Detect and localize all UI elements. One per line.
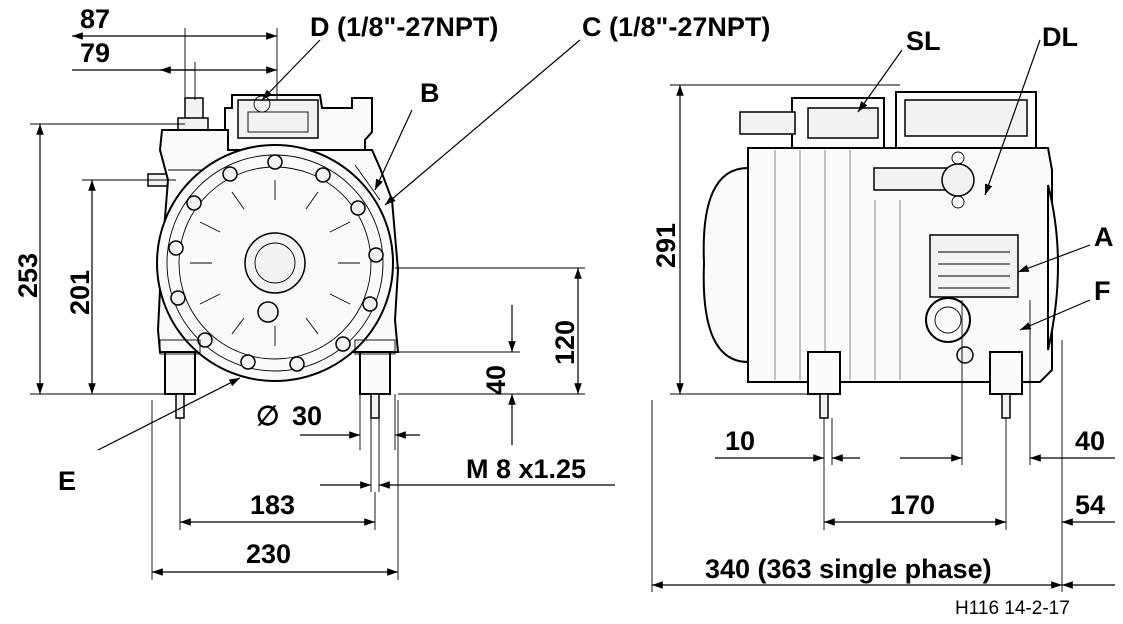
diameter-symbol: ∅ [256,401,280,431]
cover-bolts [168,154,384,372]
front-dimensions [30,28,615,580]
dim-120-label: 120 [550,320,580,365]
connection-a-label: A [1094,222,1114,252]
dim-54-label: 54 [1075,490,1105,520]
side-view [702,91,1059,419]
connection-b-label: B [420,78,440,108]
connection-sl-label: SL [906,26,941,56]
labels: 87 79 D (1/8"-27NPT) C (1/8"-27NPT) B E … [13,4,1114,619]
connection-dl-label: DL [1042,22,1078,52]
connection-d-label: D (1/8"-27NPT) [310,12,498,42]
side-dimensions [651,39,1115,592]
dim-253-label: 253 [13,253,43,298]
drawing-reference: H116 14-2-17 [955,598,1070,619]
dim-87-label: 87 [80,4,110,34]
dim-201-label: 201 [65,270,95,315]
dim-79-label: 79 [80,38,110,68]
dim-291-label: 291 [651,223,681,268]
cover-ribs [190,180,360,346]
thread-m8-label: M 8 x1.25 [466,454,586,484]
connection-c-label: C (1/8"-27NPT) [582,12,770,42]
front-view [147,94,400,419]
dim-170-label: 170 [890,490,935,520]
connection-f-label: F [1094,276,1111,306]
dim-230-label: 230 [246,539,291,569]
dim-183-label: 183 [250,490,295,520]
dim-40-vertical-label: 40 [481,365,511,395]
connection-e-label: E [58,466,76,496]
dim-30-label: 30 [292,401,322,431]
housing-ribs [774,150,901,380]
dim-40-horizontal-label: 40 [1075,426,1105,456]
dim-10-label: 10 [725,426,755,456]
dim-340-label: 340 (363 single phase) [705,554,992,584]
